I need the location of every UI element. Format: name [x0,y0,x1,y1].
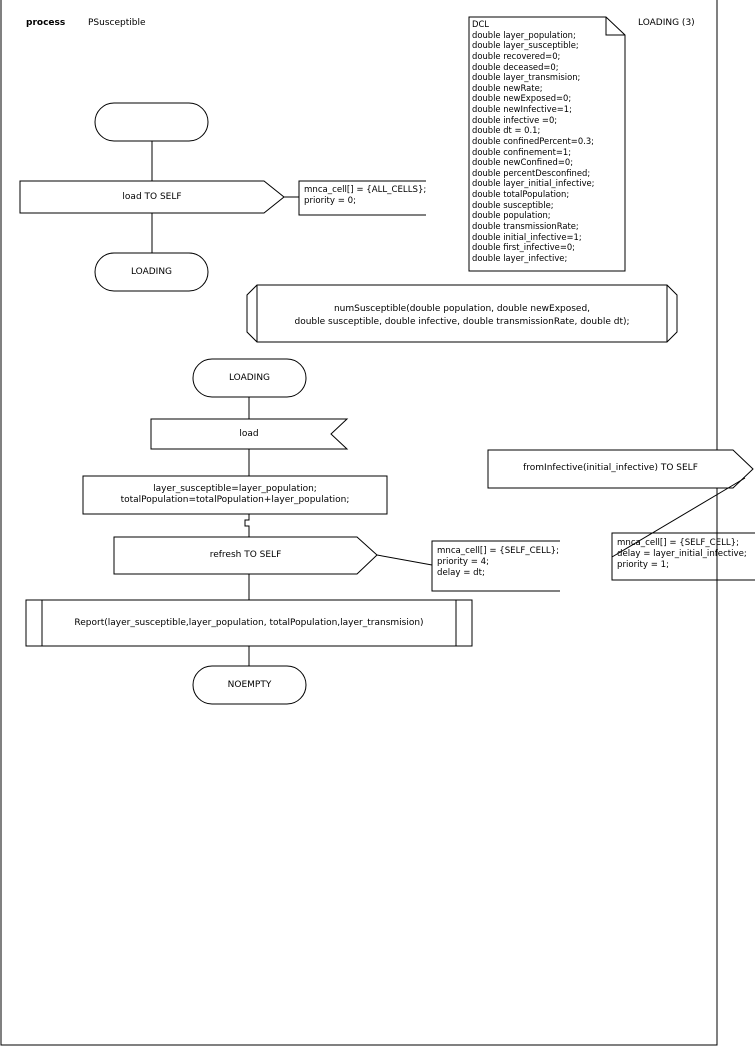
dcl-text-box [468,16,626,272]
dcl-line: double newConfined=0; [472,157,574,168]
task-line: totalPopulation=totalPopulation+layer_po… [120,495,350,505]
output-label-refresh: refresh TO SELF [209,550,282,560]
state-symbol-loading-top [94,252,209,292]
state-symbol-noempty [192,665,307,705]
page-label: LOADING (3) [638,18,695,28]
dcl-line: double newInfective=1; [472,104,572,114]
input-symbol-load [150,418,349,450]
dcl-line: double layer_population; [472,29,576,40]
dcl-line: double newRate; [472,82,543,93]
start-symbol [94,102,209,142]
procedure-line: double susceptible, double infective, do… [294,316,630,327]
output-note-refresh: mnca_cell[] = {SELF_CELL}; priority = 4;… [437,546,559,579]
note-line: delay = layer_initial_infective; [617,549,747,559]
dcl-line: double initial_infective=1; [472,231,582,242]
dcl-declarations: DCL double layer_population; double laye… [472,19,595,263]
output-label-load: load TO SELF [122,192,182,202]
output-symbol-frominfective [487,449,754,489]
procedure-call-symbol [25,599,473,647]
state-label-loading-top: LOADING [130,267,173,277]
note-line: mnca_cell[] = {ALL_CELLS}; [304,185,427,195]
note-line: mnca_cell[] = {SELF_CELL}; [617,538,740,548]
dcl-line: double totalPopulation; [472,189,570,199]
output-note-frominfective: mnca_cell[] = {SELF_CELL}; delay = layer… [617,538,747,571]
task-line: layer_susceptible=layer_population; [153,484,317,494]
procedure-signature: numSusceptible(double population, double… [257,303,667,328]
output-label-frominfective: fromInfective(initial_infective) TO SELF [523,463,698,473]
dcl-line: double layer_susceptible; [472,40,579,51]
note-connector [611,477,746,558]
state-label-loading: LOADING [228,373,271,383]
dcl-line: double population; [472,210,551,221]
procedure-line: numSusceptible(double population, double… [333,304,591,314]
process-keyword: process [26,18,66,28]
note-line: priority = 0; [304,196,357,206]
output-symbol-load [19,180,285,214]
note-line: priority = 1; [617,560,670,570]
dcl-line: double confinement=1; [472,146,572,157]
comment-bracket-load [298,180,426,216]
dcl-line: double transmissionRate; [472,220,579,231]
dcl-line: double dt = 0.1; [472,125,541,136]
output-note-load: mnca_cell[] = {ALL_CELLS}; priority = 0; [304,185,426,207]
output-symbol-refresh [113,536,378,575]
dcl-line: double confinedPercent=0.3; [472,135,594,146]
dcl-line: double recovered=0; [472,50,561,61]
comment-bracket-frominfective [611,532,755,581]
process-name: PSusceptible [88,18,146,28]
page-frame [0,0,718,1046]
note-line: mnca_cell[] = {SELF_CELL}; [437,546,560,556]
input-label-load: load [239,429,259,439]
procedure-call-label: Report(layer_susceptible,layer_populatio… [74,618,424,628]
dcl-line: double deceased=0; [472,61,559,72]
dcl-text-box-fold [605,17,625,36]
state-label-noempty: NOEMPTY [227,680,272,690]
dcl-line: double layer_initial_infective; [472,178,595,189]
note-connector [376,554,433,566]
note-line: delay = dt; [437,568,485,578]
comment-bracket-refresh [431,540,560,592]
note-line: priority = 4; [437,557,490,567]
dcl-line: double layer_transmision; [472,72,581,83]
dcl-line: double newExposed=0; [472,93,572,104]
flow-line-jog [244,514,250,537]
task-symbol [82,475,388,515]
dcl-line: double percentDesconfined; [472,167,591,178]
task-statements: layer_susceptible=layer_population; tota… [83,484,387,506]
dcl-line: double infective =0; [472,114,558,125]
dcl-line: double layer_infective; [472,252,568,263]
dcl-line: double first_infective=0; [472,242,575,253]
dcl-line: DCL [472,19,489,29]
dcl-line: double susceptible; [472,199,554,210]
